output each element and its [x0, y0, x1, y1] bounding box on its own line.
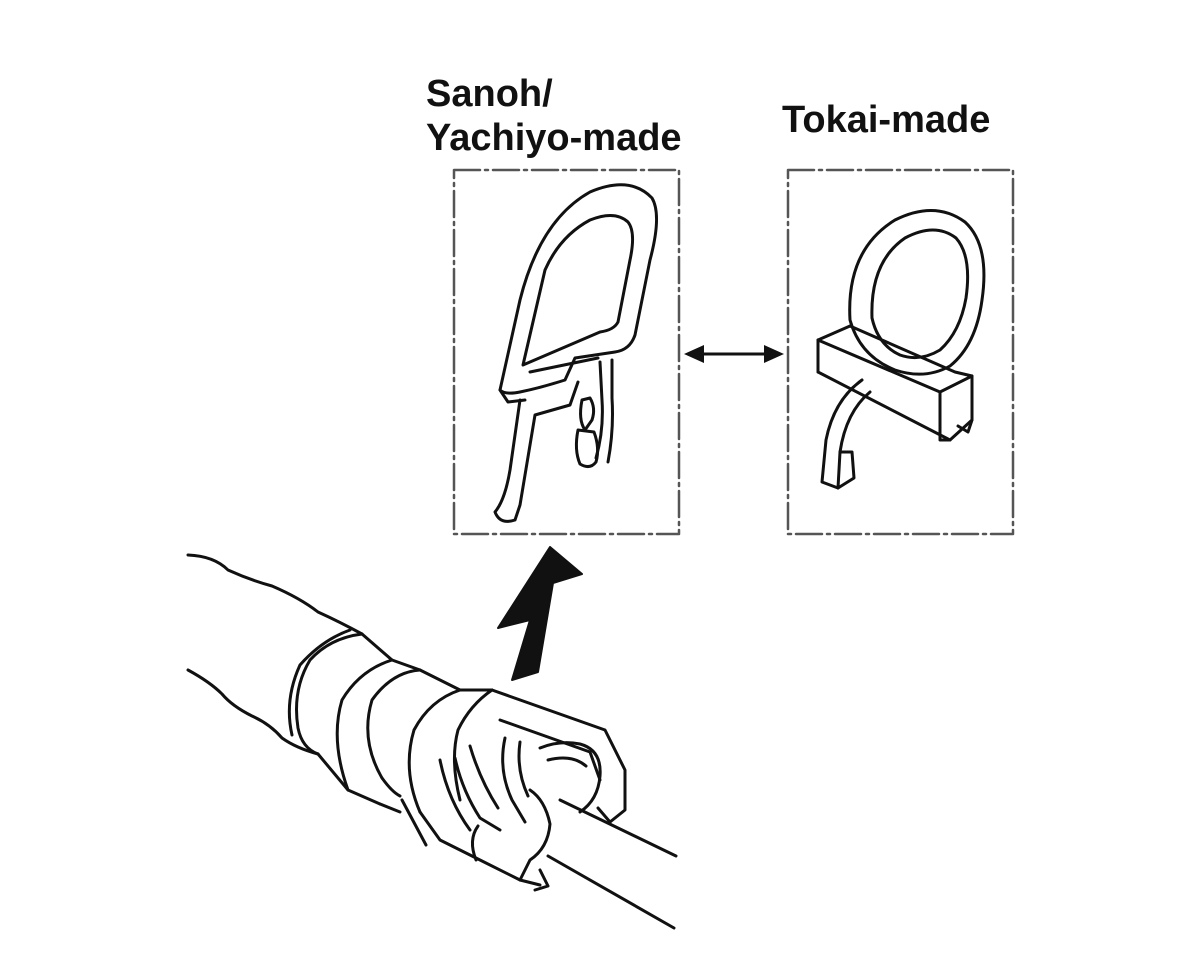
sanoh-detail-box — [452, 168, 681, 536]
tokai-label: Tokai-made — [782, 99, 991, 141]
sanoh-yachiyo-label: Sanoh/ Yachiyo-made — [426, 72, 682, 160]
sanoh-clip-illustration — [493, 183, 659, 523]
interchange-arrow-icon — [684, 345, 784, 363]
removal-arrow-icon — [497, 546, 583, 681]
sanoh-label-line2: Yachiyo-made — [426, 117, 682, 159]
tokai-clip-illustration — [816, 209, 986, 490]
sanoh-label-line1: Sanoh/ — [426, 73, 553, 115]
tokai-detail-box — [786, 168, 1015, 536]
hose-assembly-illustration — [186, 553, 678, 930]
